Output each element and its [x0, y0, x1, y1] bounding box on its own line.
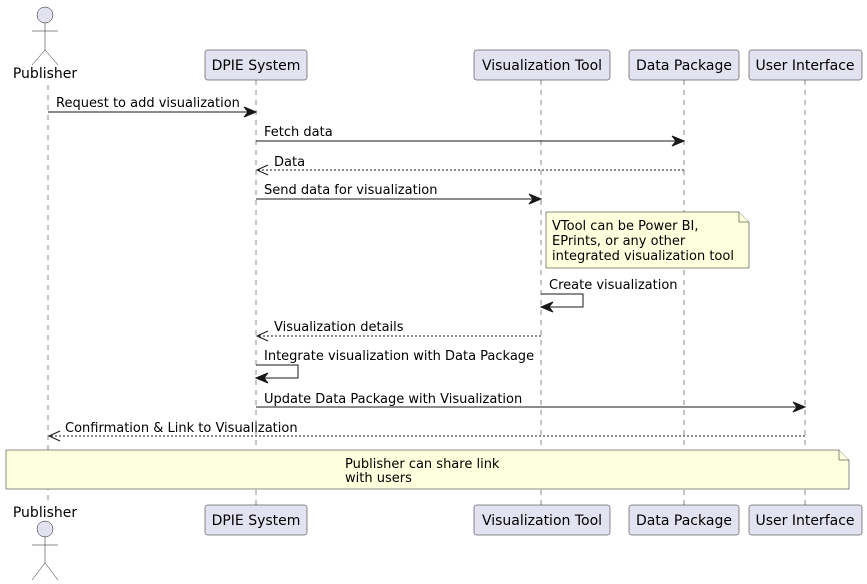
message-data-return: Data: [255, 155, 684, 176]
message-send-data-for-visualization: Send data for visualization: [256, 183, 543, 205]
participant-ui-bottom: User Interface: [748, 504, 863, 536]
participant-vtool-top: Visualization Tool: [473, 49, 611, 81]
message-label: Visualization details: [274, 320, 404, 335]
participant-label: User Interface: [755, 513, 854, 529]
arrowhead-icon: [792, 401, 807, 413]
note-line: EPrints, or any other: [552, 234, 686, 249]
arrowhead-icon: [528, 193, 543, 205]
message-label: Data: [274, 155, 305, 170]
actor-label: Publisher: [13, 505, 78, 521]
note-line: Publisher can share link: [345, 457, 500, 472]
participant-label: Data Package: [636, 58, 732, 74]
arrowhead-icon: [671, 135, 686, 147]
participant-dpie-bottom: DPIE System: [204, 504, 308, 536]
note-line: VTool can be Power BI,: [552, 219, 698, 234]
message-label: Send data for visualization: [264, 183, 438, 198]
message-label: Fetch data: [264, 125, 333, 140]
participant-label: User Interface: [755, 58, 854, 74]
participant-ui-top: User Interface: [748, 49, 863, 81]
actor-publisher-top: Publisher: [13, 6, 78, 82]
actor-head-icon: [36, 6, 54, 24]
open-arrowhead-icon: [255, 330, 269, 342]
message-label: Integrate visualization with Data Packag…: [264, 349, 534, 364]
actor-publisher-bottom: Publisher: [13, 505, 78, 581]
participant-label: Visualization Tool: [482, 58, 602, 74]
message-fetch-data: Fetch data: [256, 125, 686, 147]
participant-label: DPIE System: [212, 513, 301, 529]
participant-datapkg-top: Data Package: [628, 49, 740, 81]
message-confirmation-link: Confirmation & Link to Visualization: [47, 421, 805, 442]
message-label: Request to add visualization: [56, 96, 240, 111]
participant-label: DPIE System: [212, 58, 301, 74]
note-share-link: Publisher can share link with users: [5, 449, 850, 490]
arrowhead-icon: [243, 106, 258, 118]
note-vtool: VTool can be Power BI, EPrints, or any o…: [545, 211, 750, 269]
open-arrowhead-icon: [255, 164, 269, 176]
participant-label: Visualization Tool: [482, 513, 602, 529]
participant-datapkg-bottom: Data Package: [628, 504, 740, 536]
open-arrowhead-icon: [47, 430, 61, 442]
note-line: integrated visualization tool: [552, 249, 734, 264]
message-request-add-visualization: Request to add visualization: [48, 96, 258, 118]
message-label: Update Data Package with Visualization: [264, 392, 522, 407]
arrowhead-icon: [254, 372, 269, 384]
participant-dpie-top: DPIE System: [204, 49, 308, 81]
actor-head-icon: [36, 520, 54, 538]
message-integrate-visualization: Integrate visualization with Data Packag…: [254, 349, 534, 384]
participant-vtool-bottom: Visualization Tool: [473, 504, 611, 536]
message-label: Create visualization: [549, 278, 678, 293]
message-update-data-package: Update Data Package with Visualization: [256, 392, 807, 413]
note-line: with users: [345, 471, 412, 486]
actor-label: Publisher: [13, 66, 78, 82]
message-visualization-details: Visualization details: [255, 320, 541, 342]
message-create-visualization: Create visualization: [539, 278, 678, 313]
arrowhead-icon: [539, 301, 554, 313]
message-label: Confirmation & Link to Visualization: [65, 421, 298, 436]
participant-label: Data Package: [636, 513, 732, 529]
